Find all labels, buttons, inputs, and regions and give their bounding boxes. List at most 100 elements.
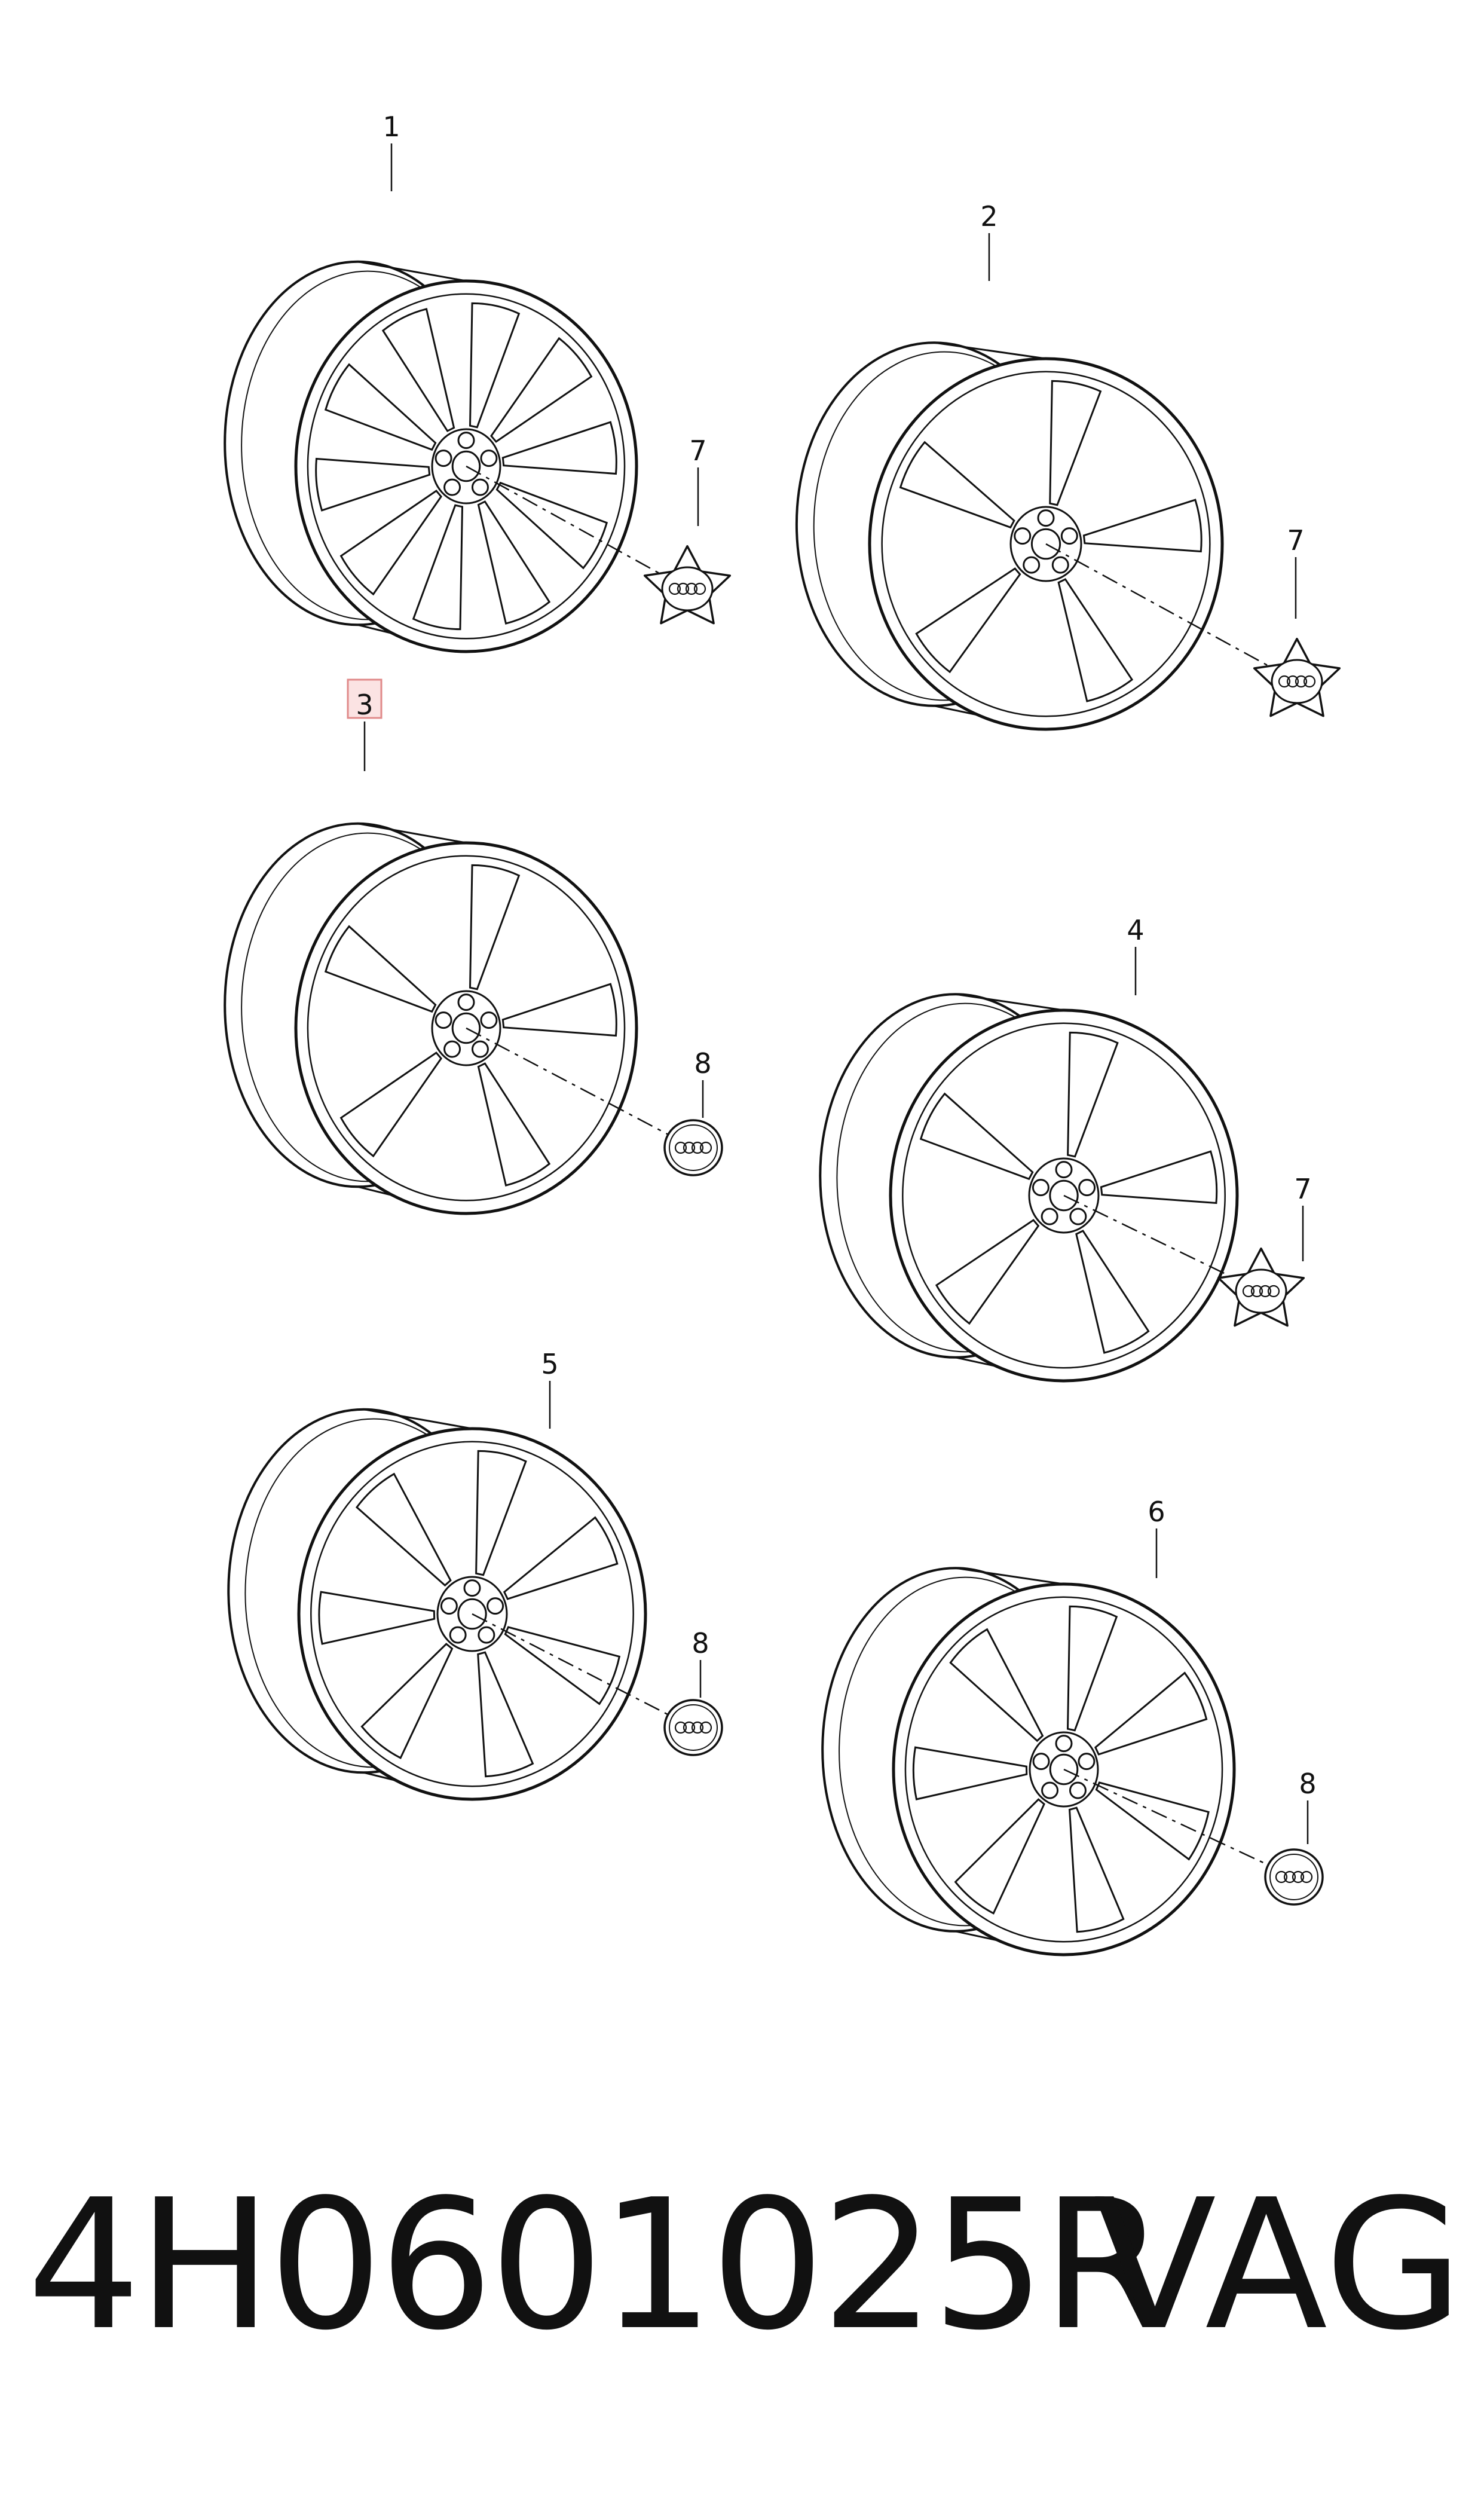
center-bore <box>1030 528 1061 560</box>
wheel-3[interactable] <box>224 822 638 1215</box>
spoke <box>1068 1806 1125 1933</box>
wheel-2[interactable] <box>795 341 1224 731</box>
lug-hole <box>1023 556 1041 574</box>
callout-7: 7 <box>1294 1173 1312 1261</box>
callout-8: 8 <box>1299 1768 1317 1844</box>
callout-8: 8 <box>694 1047 712 1118</box>
center-bore <box>1049 1753 1079 1786</box>
spoke <box>1049 380 1102 506</box>
cap-emblem-disc <box>661 566 714 612</box>
emblem-ring <box>685 582 698 595</box>
spoke <box>1095 1781 1210 1861</box>
rim-edge-top <box>955 1567 1064 1585</box>
center-caps <box>466 465 1341 1906</box>
center-cap-star-1[interactable] <box>466 465 732 625</box>
callout-number: 5 <box>541 1348 558 1380</box>
spoke <box>949 1628 1044 1742</box>
center-cap-round-5[interactable] <box>472 1613 723 1756</box>
emblem-ring <box>683 1721 696 1734</box>
rim-lip <box>307 855 626 1202</box>
lug-hole <box>1051 556 1069 574</box>
wheel-1[interactable] <box>224 260 638 653</box>
emblem-ring <box>1283 1870 1296 1884</box>
assembly-axis-line <box>472 1613 694 1729</box>
lug-hole <box>471 1040 489 1058</box>
emblem-ring <box>683 1141 696 1154</box>
emblem-ring <box>691 1141 704 1154</box>
spoke <box>360 1643 454 1759</box>
spoke <box>1057 578 1134 702</box>
emblem-ring <box>1242 1285 1255 1298</box>
lug-hole <box>1041 1781 1059 1799</box>
callout-number: 2 <box>980 200 998 233</box>
emblem-ring <box>1286 675 1299 688</box>
wheels <box>224 260 1239 1956</box>
cap-emblem-disc <box>1235 1268 1287 1314</box>
callout-8: 8 <box>691 1627 709 1698</box>
callout-number: 8 <box>694 1047 711 1080</box>
lug-hole <box>1069 1207 1087 1225</box>
center-cap-round-4[interactable] <box>466 1027 723 1176</box>
lug-hole <box>1014 527 1032 545</box>
rim-edge-top <box>357 261 467 282</box>
assembly-axis-line <box>1063 1768 1295 1878</box>
lug-hole <box>1078 1179 1096 1197</box>
emblem-ring <box>699 1141 712 1154</box>
callout-number: 3 <box>356 689 373 721</box>
spoke <box>477 1651 534 1778</box>
callout-5: 5 <box>541 1348 559 1429</box>
lug-hole <box>486 1597 504 1615</box>
lug-hole <box>1032 1179 1049 1197</box>
wheel-6[interactable] <box>821 1567 1236 1956</box>
spoke <box>318 1591 436 1645</box>
lug-hole <box>435 1011 452 1029</box>
center-bore <box>451 450 481 482</box>
spoke <box>954 1798 1045 1915</box>
spoke <box>504 1626 621 1705</box>
callout-number: 8 <box>1299 1768 1316 1800</box>
cap-emblem-disc <box>1271 659 1323 704</box>
emblem-ring <box>674 1721 687 1734</box>
callout-number: 1 <box>383 111 400 143</box>
center-cap-star-2[interactable] <box>1045 543 1341 717</box>
lug-hole <box>457 993 475 1011</box>
spoke <box>381 308 455 432</box>
spoke <box>412 504 464 631</box>
center-bore <box>451 1012 481 1044</box>
spoke <box>912 1746 1028 1800</box>
part-number: 4H0601025R <box>27 2161 1167 2370</box>
wheel-4[interactable] <box>819 993 1239 1383</box>
rim-edge-top <box>357 823 467 844</box>
lug-hole <box>1032 1753 1050 1771</box>
callout-number: 8 <box>691 1627 709 1659</box>
rim-lip <box>307 293 626 640</box>
lug-hole <box>1060 527 1078 545</box>
assembly-axis-line <box>1063 1194 1262 1292</box>
emblem-ring <box>674 1141 687 1154</box>
lug-hole <box>440 1597 458 1615</box>
center-cap-star-3[interactable] <box>1063 1194 1305 1327</box>
callout-6: 6 <box>1148 1496 1165 1578</box>
emblem-ring <box>1303 675 1316 688</box>
brand-name: VAG <box>1094 2161 1464 2370</box>
lug-hole <box>1069 1781 1087 1799</box>
wheel-5[interactable] <box>227 1408 647 1801</box>
spoke <box>339 1051 442 1158</box>
rim-lip <box>904 1596 1223 1943</box>
lug-hole <box>478 1626 495 1644</box>
callout-1: 1 <box>383 111 400 191</box>
center-bore <box>1049 1179 1079 1212</box>
spoke <box>1094 1671 1208 1756</box>
callout-7: 7 <box>1287 524 1305 619</box>
assembly-axis-line <box>1045 543 1298 683</box>
emblem-ring <box>691 1721 704 1734</box>
spoke <box>469 864 521 990</box>
round-cap-body <box>663 1119 723 1176</box>
lug-hole <box>435 450 452 467</box>
callout-number: 6 <box>1148 1496 1165 1528</box>
center-cap-round-6[interactable] <box>1063 1768 1324 1906</box>
emblem-ring <box>693 582 706 595</box>
lug-hole <box>449 1626 467 1644</box>
